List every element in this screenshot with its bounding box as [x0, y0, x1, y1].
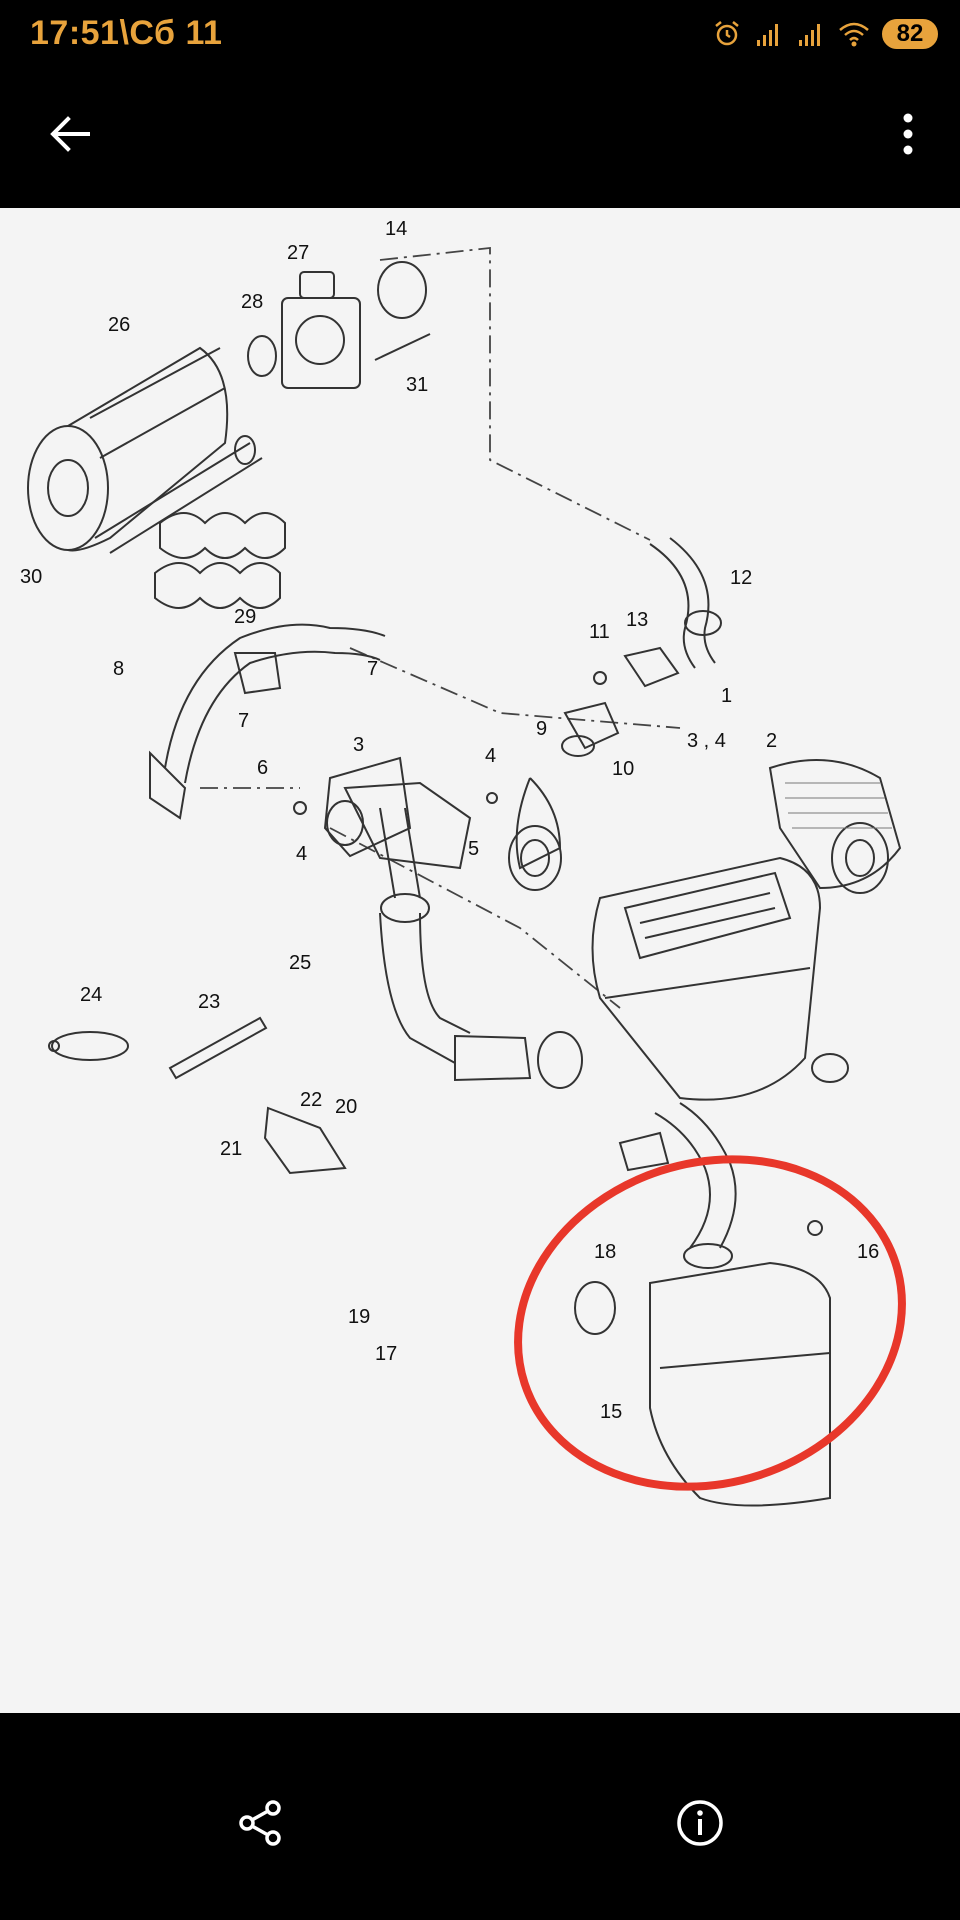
- wifi-icon: [839, 22, 869, 47]
- callout-label: 4: [296, 843, 307, 865]
- callout-label: 22: [300, 1089, 322, 1111]
- intake-pipe: [343, 781, 583, 1089]
- callout-label: 31: [406, 374, 428, 396]
- battery-level: 82: [896, 20, 924, 47]
- callout-label: 19: [348, 1306, 370, 1328]
- control-valve: [293, 756, 412, 858]
- signal-icon: [799, 24, 820, 46]
- callout-label: 25: [289, 952, 311, 974]
- share-button[interactable]: [230, 1793, 290, 1853]
- callout-label: 27: [287, 242, 309, 264]
- callout-label: 24: [80, 984, 102, 1006]
- callout-label: 23: [198, 991, 220, 1013]
- info-icon: [677, 1800, 723, 1846]
- signal-icon: [757, 24, 778, 46]
- highlight-circle: [514, 1155, 906, 1491]
- back-button[interactable]: [40, 104, 100, 164]
- share-icon: [239, 1800, 281, 1846]
- callout-label: 7: [367, 658, 378, 680]
- callout-label: 26: [108, 314, 130, 336]
- more-vertical-icon: [903, 113, 913, 155]
- parts-diagram: 14 27 28 26 31 30 29 12 11 13 8 7 7 6 3 …: [20, 218, 906, 1507]
- throttle-body: [247, 261, 431, 389]
- more-options-button[interactable]: [878, 104, 938, 164]
- callout-label: 3: [353, 734, 364, 756]
- callout-label: 12: [730, 567, 752, 589]
- callout-label: 5: [468, 838, 479, 860]
- callout-label: 16: [857, 1241, 879, 1263]
- status-time: 17:51\Сб 11: [30, 14, 223, 52]
- callout-label: 30: [20, 566, 42, 588]
- callout-label: 13: [626, 609, 648, 631]
- callout-label: 15: [600, 1401, 622, 1423]
- intake-manifold: [27, 346, 263, 554]
- callout-label: 3 , 4: [687, 730, 726, 752]
- cable-tie: [168, 1016, 268, 1080]
- status-icons: 82: [712, 14, 938, 54]
- alarm-icon: [715, 21, 739, 46]
- callout-label: 7: [238, 710, 249, 732]
- callout-label: 1: [721, 685, 732, 707]
- callout-label: 20: [335, 1096, 357, 1118]
- status-bar: 17:51\Сб 11 82: [0, 0, 960, 70]
- mounting-bracket: [263, 1106, 347, 1175]
- callout-label: 18: [594, 1241, 616, 1263]
- intake-connector: [486, 777, 562, 891]
- arrow-left-icon: [50, 116, 90, 152]
- callout-label: 17: [375, 1343, 397, 1365]
- callout-label: 28: [241, 291, 263, 313]
- breather-hose: [149, 623, 386, 820]
- hose-12: [649, 537, 722, 669]
- callout-label: 2: [766, 730, 777, 752]
- app-bar: [0, 70, 960, 208]
- callout-label: 4: [485, 745, 496, 767]
- callout-label: 21: [220, 1138, 242, 1160]
- sensor-assembly: [561, 646, 680, 757]
- callout-label: 11: [589, 621, 610, 643]
- callout-label: 10: [612, 758, 634, 780]
- filter-element: [768, 759, 902, 894]
- battery-icon: 82: [882, 19, 938, 49]
- callout-label: 6: [257, 757, 268, 779]
- callout-label: 29: [234, 606, 256, 628]
- bottom-bar: [0, 1713, 960, 1920]
- info-button[interactable]: [670, 1793, 730, 1853]
- callout-label: 9: [536, 718, 547, 740]
- manifold-gasket: [154, 512, 286, 609]
- air-filter-housing: [591, 856, 849, 1101]
- hose-clamp: [48, 1031, 129, 1061]
- callout-label: 14: [385, 218, 407, 240]
- callout-label: 8: [113, 658, 124, 680]
- image-viewer[interactable]: 14 27 28 26 31 30 29 12 11 13 8 7 7 6 3 …: [0, 208, 960, 1713]
- resonator: [574, 1102, 831, 1507]
